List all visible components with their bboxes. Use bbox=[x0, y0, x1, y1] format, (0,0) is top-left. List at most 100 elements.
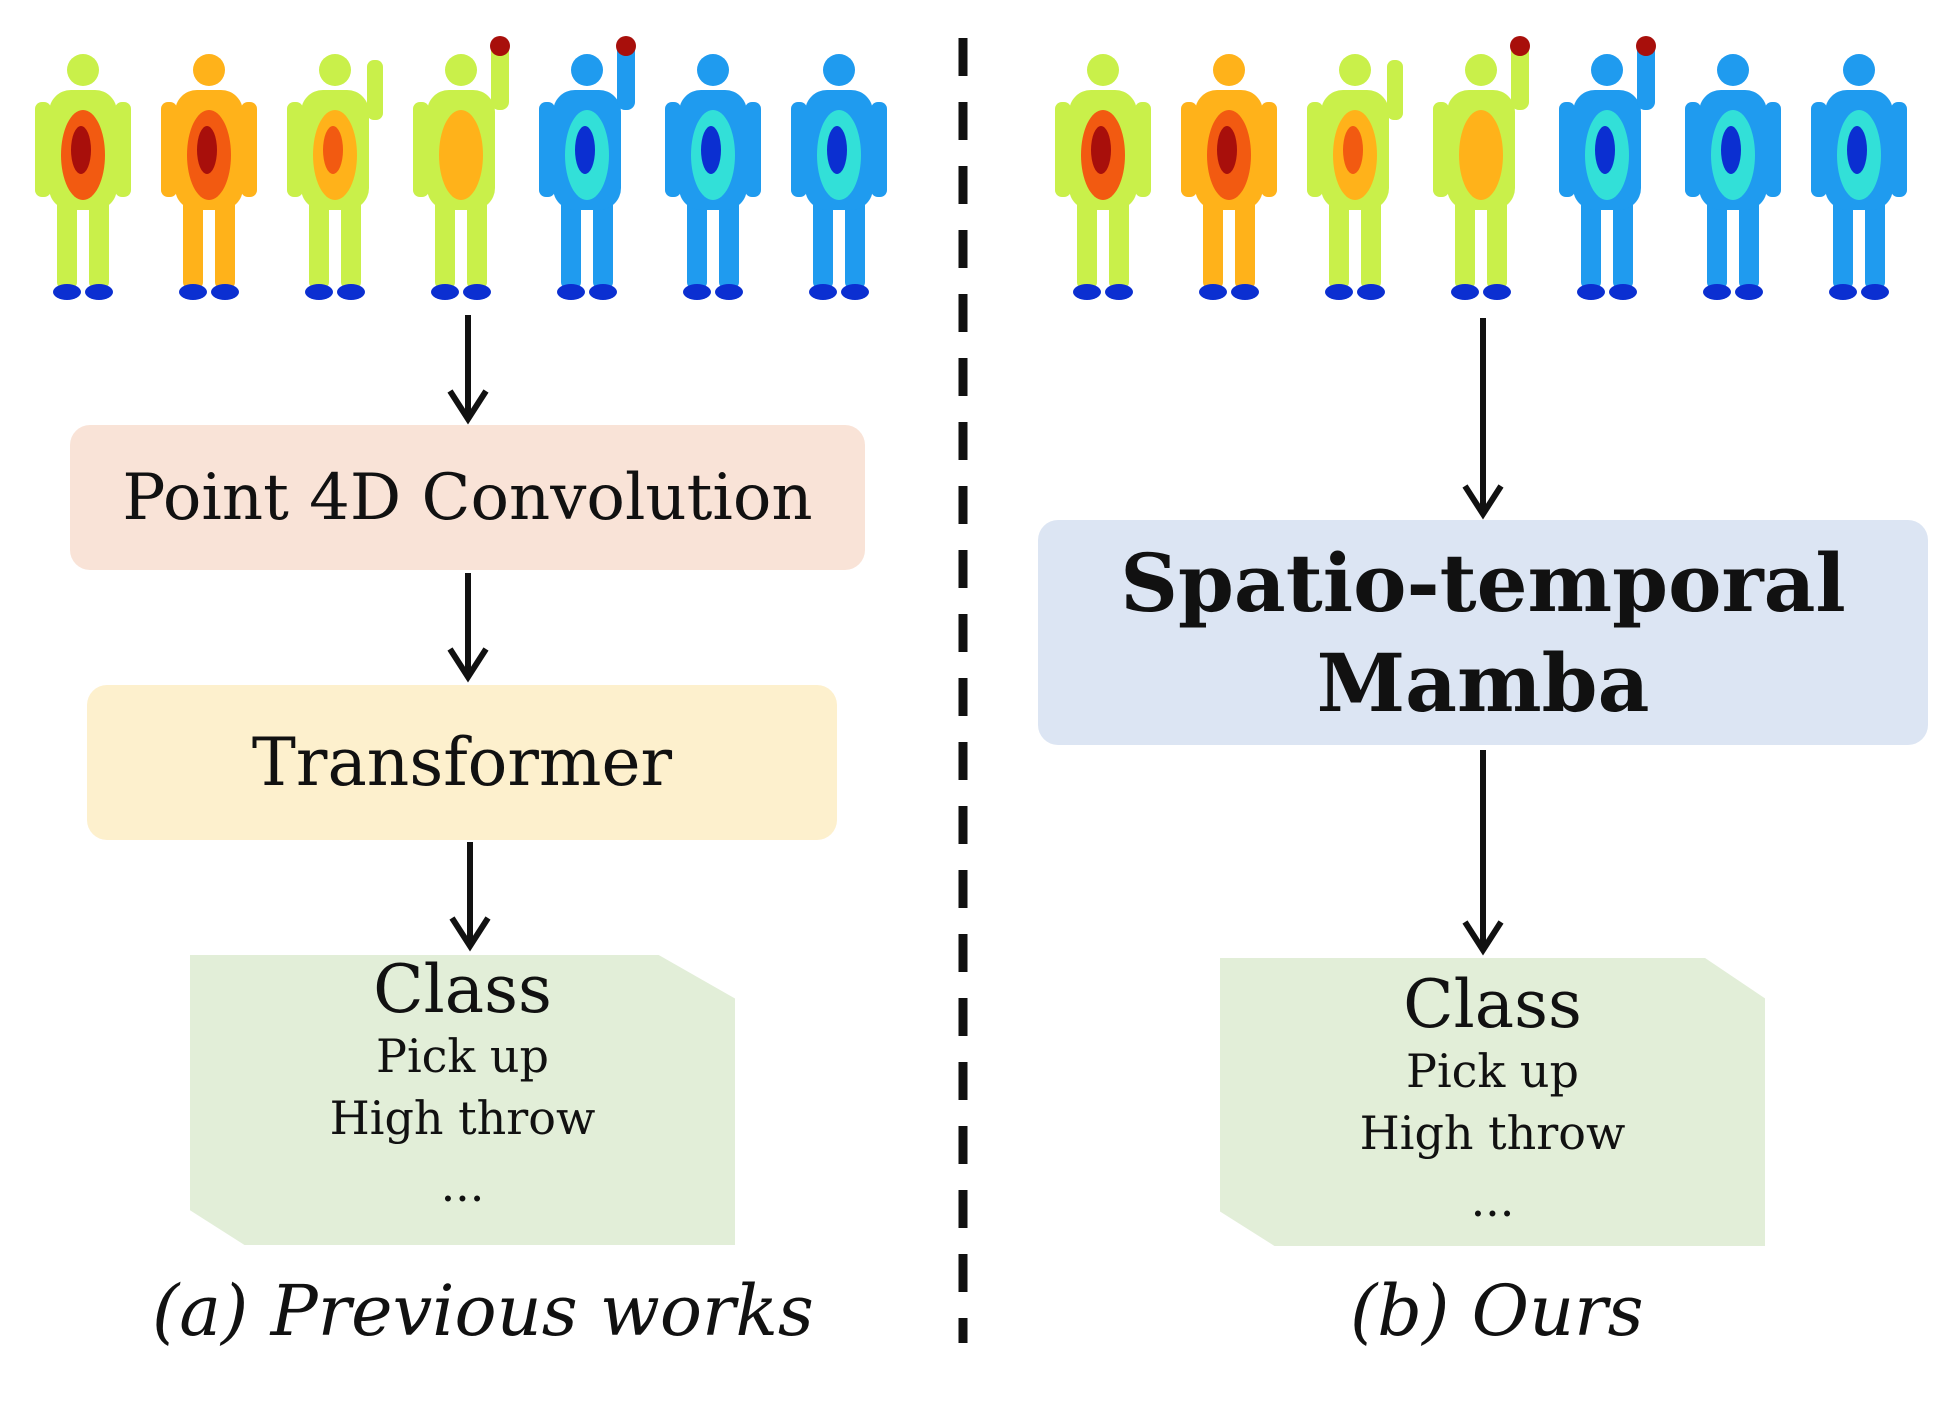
figure-leg bbox=[719, 190, 739, 290]
figure-leg bbox=[1613, 190, 1633, 290]
figure-head bbox=[1591, 54, 1623, 86]
class-item: Pick up bbox=[376, 1029, 549, 1083]
point-cloud-sequence bbox=[1055, 36, 1925, 310]
figure-arm bbox=[1181, 102, 1197, 197]
figure-foot bbox=[1829, 284, 1857, 300]
figure-foot bbox=[1703, 284, 1731, 300]
figure-hotspot bbox=[1217, 126, 1237, 174]
figure-foot bbox=[1105, 284, 1133, 300]
figure-arm bbox=[491, 40, 509, 110]
transformer-label: Transformer bbox=[251, 724, 673, 801]
figure-hotspot bbox=[1343, 126, 1363, 174]
figure-arm bbox=[1055, 102, 1071, 197]
figure-arm bbox=[1891, 102, 1907, 197]
figure-foot bbox=[211, 284, 239, 300]
caption-previous-works: (a) Previous works bbox=[152, 1270, 814, 1352]
figure-leg bbox=[687, 190, 707, 290]
figure-foot bbox=[809, 284, 837, 300]
figure-leg bbox=[1487, 190, 1507, 290]
figure-foot bbox=[1073, 284, 1101, 300]
figure-foot bbox=[1325, 284, 1353, 300]
figure-foot bbox=[337, 284, 365, 300]
figure-head bbox=[571, 54, 603, 86]
figure-foot bbox=[1735, 284, 1763, 300]
figure-leg bbox=[341, 190, 361, 290]
figure-head bbox=[697, 54, 729, 86]
figure-head bbox=[1717, 54, 1749, 86]
figure-hand bbox=[616, 36, 636, 56]
figure-head bbox=[1339, 54, 1371, 86]
figure-hand bbox=[490, 36, 510, 56]
figure-arm bbox=[1433, 102, 1449, 197]
mamba-label-line1: Spatio-temporal bbox=[1120, 535, 1846, 630]
figure-arm bbox=[871, 102, 887, 197]
figure-arm bbox=[617, 40, 635, 110]
figure-leg bbox=[813, 190, 833, 290]
figure-leg bbox=[1865, 190, 1885, 290]
figure-foot bbox=[1861, 284, 1889, 300]
figure-foot bbox=[841, 284, 869, 300]
figure-arm bbox=[367, 60, 383, 120]
arrow-down-icon bbox=[447, 573, 489, 683]
spatio-temporal-mamba-box: Spatio-temporal Mamba bbox=[1038, 520, 1928, 745]
figure-arm bbox=[1559, 102, 1575, 197]
figure-hotspot bbox=[197, 126, 217, 174]
figure-leg bbox=[845, 190, 865, 290]
class-output-card: Class Pick up High throw ... bbox=[190, 955, 735, 1245]
figure-foot bbox=[305, 284, 333, 300]
human-figure bbox=[791, 54, 887, 300]
figure-foot bbox=[179, 284, 207, 300]
figure-hotspot bbox=[701, 126, 721, 174]
figure-leg bbox=[1833, 190, 1853, 290]
class-title: Class bbox=[373, 951, 552, 1028]
figure-leg bbox=[1739, 190, 1759, 290]
figure-foot bbox=[557, 284, 585, 300]
figure-arm bbox=[665, 102, 681, 197]
figure-leg bbox=[561, 190, 581, 290]
figure-foot bbox=[1483, 284, 1511, 300]
figure-hand bbox=[1510, 36, 1530, 56]
figure-arm bbox=[287, 102, 303, 197]
class-item: Pick up bbox=[1406, 1044, 1579, 1098]
figure-hotspot bbox=[827, 126, 847, 174]
figure-leg bbox=[593, 190, 613, 290]
point-cloud-frames bbox=[35, 36, 887, 300]
human-figure bbox=[35, 54, 131, 300]
figure-hotspot bbox=[449, 126, 469, 174]
figure-leg bbox=[1361, 190, 1381, 290]
figure-hotspot bbox=[1847, 126, 1867, 174]
figure-arm bbox=[1685, 102, 1701, 197]
figure-leg bbox=[1109, 190, 1129, 290]
human-figure bbox=[161, 54, 257, 300]
figure-hotspot bbox=[1595, 126, 1615, 174]
class-ellipsis: ... bbox=[440, 1158, 485, 1212]
figure-foot bbox=[463, 284, 491, 300]
figure-arm bbox=[1811, 102, 1827, 197]
figure-leg bbox=[183, 190, 203, 290]
point-4d-convolution-box: Point 4D Convolution bbox=[70, 425, 865, 570]
point-cloud-sequence bbox=[35, 36, 905, 310]
human-figure bbox=[287, 54, 383, 300]
figure-arm bbox=[1387, 60, 1403, 120]
figure-leg bbox=[435, 190, 455, 290]
class-item: High throw bbox=[329, 1091, 596, 1145]
figure-head bbox=[445, 54, 477, 86]
human-figure bbox=[539, 36, 636, 300]
figure-foot bbox=[683, 284, 711, 300]
figure-arm bbox=[1135, 102, 1151, 197]
caption-ours: (b) Ours bbox=[1350, 1270, 1644, 1352]
figure-foot bbox=[1357, 284, 1385, 300]
figure-foot bbox=[715, 284, 743, 300]
figure-arm bbox=[791, 102, 807, 197]
figure-head bbox=[319, 54, 351, 86]
point-cloud-frames bbox=[1055, 36, 1907, 300]
dashed-divider bbox=[958, 38, 968, 1343]
figure-hotspot bbox=[1091, 126, 1111, 174]
figure-leg bbox=[1581, 190, 1601, 290]
figure-hand bbox=[1636, 36, 1656, 56]
arrow-down-icon bbox=[1462, 318, 1504, 520]
mamba-label-line2: Mamba bbox=[1316, 635, 1650, 730]
panel-previous-works: Point 4D Convolution Transformer Class P… bbox=[0, 0, 960, 1428]
human-figure bbox=[1685, 54, 1781, 300]
human-figure bbox=[1307, 54, 1403, 300]
